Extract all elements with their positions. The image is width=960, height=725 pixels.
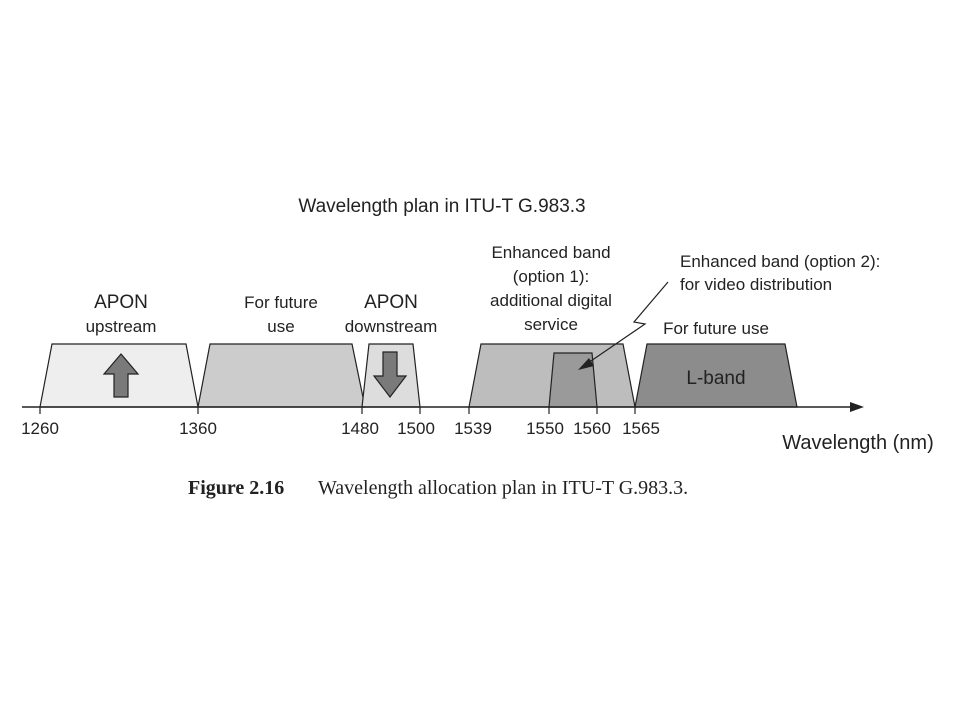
enhanced-option2-label-2: for video distribution xyxy=(680,275,832,294)
tick-marks xyxy=(39,407,636,414)
future-use-label-1: For future xyxy=(244,293,318,312)
apon-upstream-label-1: APON xyxy=(94,292,148,313)
axis-label: Wavelength (nm) xyxy=(782,432,934,454)
axis-arrowhead-icon xyxy=(850,402,864,412)
tick-label-1260: 1260 xyxy=(21,419,59,438)
apon-downstream-label-2: downstream xyxy=(345,317,438,336)
apon-upstream-label-2: upstream xyxy=(86,317,157,336)
enhanced-option2-label-1: Enhanced band (option 2): xyxy=(680,252,880,271)
enhanced-option1-label-4: service xyxy=(524,315,578,334)
callout-arrowhead-icon xyxy=(578,358,594,370)
tick-label-1500: 1500 xyxy=(397,419,435,438)
l-band-label: L-band xyxy=(686,368,745,389)
enhanced-option1-label-2: (option 1): xyxy=(513,267,590,286)
future-use-band-1 xyxy=(197,343,366,408)
figure-caption-text: Wavelength allocation plan in ITU-T G.98… xyxy=(318,477,688,499)
apon-downstream-label-1: APON xyxy=(364,292,418,313)
tick-label-1550: 1550 xyxy=(526,419,564,438)
figure-caption-number: Figure 2.16 xyxy=(188,477,284,499)
future-use-label-l-band: For future use xyxy=(663,319,769,338)
tick-label-1360: 1360 xyxy=(179,419,217,438)
downstream-arrow-icon xyxy=(372,351,408,398)
tick-label-1560: 1560 xyxy=(573,419,611,438)
enhanced-option1-label-1: Enhanced band xyxy=(491,243,610,262)
diagram-title: Wavelength plan in ITU-T G.983.3 xyxy=(298,196,585,217)
future-use-label-2: use xyxy=(267,317,294,336)
callout-leader-line xyxy=(587,281,669,364)
tick-label-1480: 1480 xyxy=(341,419,379,438)
enhanced-option1-label-3: additional digital xyxy=(490,291,612,310)
upstream-arrow-icon xyxy=(102,353,140,398)
tick-label-1539: 1539 xyxy=(454,419,492,438)
tick-label-1565: 1565 xyxy=(622,419,660,438)
